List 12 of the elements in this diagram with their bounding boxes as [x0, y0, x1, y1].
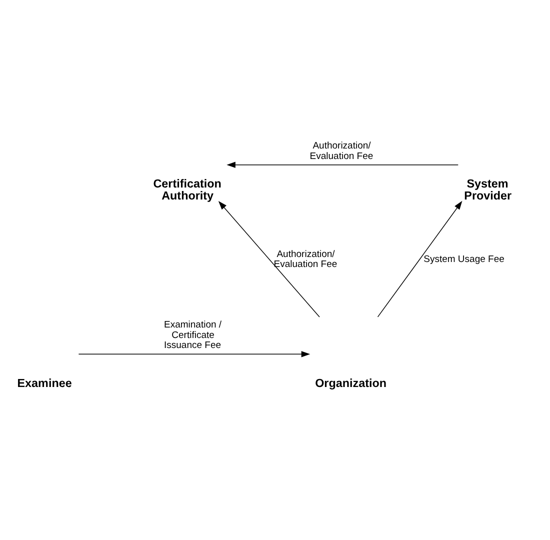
node-text: Organization [315, 377, 387, 390]
edge-label: Authorization/ Evaluation Fee [310, 140, 374, 162]
edge-label: Examination / Certificate Issuance Fee [164, 320, 222, 352]
arrow [226, 162, 459, 168]
node-text: Certification Authority [153, 178, 222, 202]
node-text: Examinee [17, 377, 72, 390]
edge-label: Authorization/ Evaluation Fee [274, 248, 338, 270]
arrow [377, 200, 462, 318]
arrow [78, 351, 310, 358]
arrow [218, 200, 320, 318]
edge-label: System Usage Fee [424, 254, 504, 265]
node-text: System Provider [464, 178, 512, 202]
